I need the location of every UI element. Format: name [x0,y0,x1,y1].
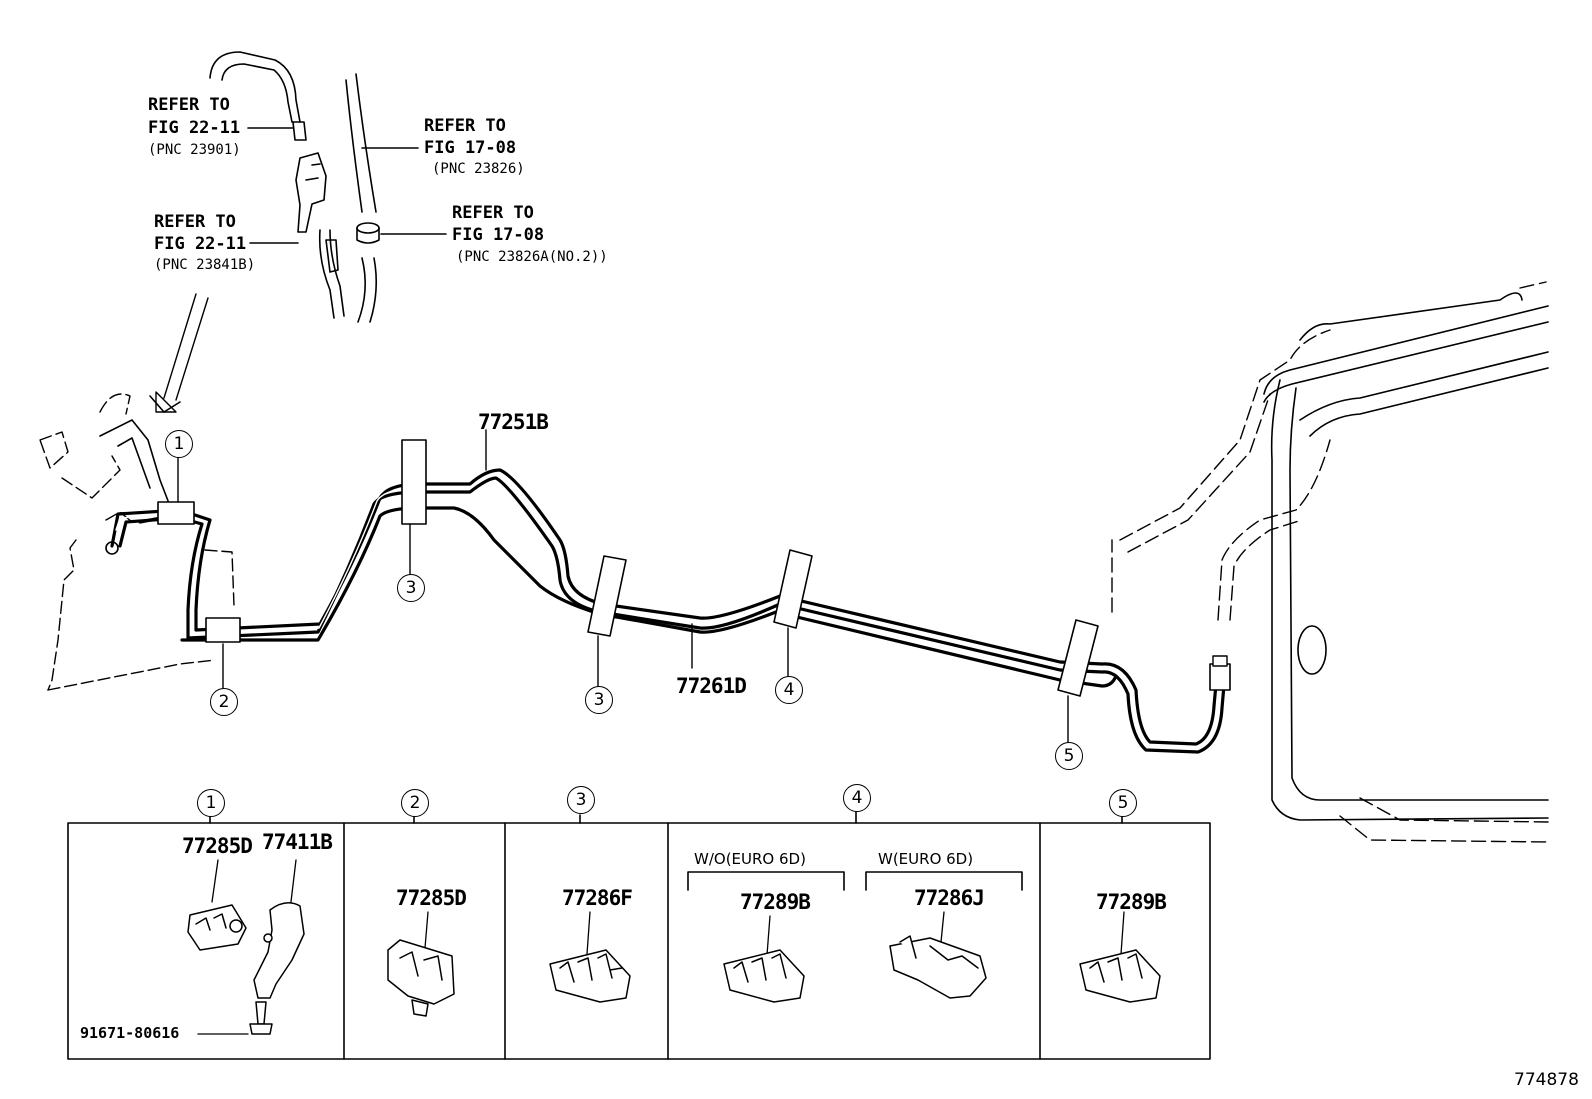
callout-4: 4 [775,676,803,704]
box-2-index: 2 [401,789,429,817]
callout-1: 1 [165,430,193,458]
part-label-77261D: 77261D [676,674,747,698]
ref-4-pnc: (PNC 23826A(NO.2)) [456,249,608,265]
box-1-index: 1 [197,789,225,817]
callout-3a: 3 [397,574,425,602]
ref-1-line2: FIG 22-11 [148,118,241,138]
clip-drawings [187,902,1161,1035]
tube-clamps [157,439,1099,697]
vehicle-frame [1263,292,1549,821]
document-number: 774878 [1514,1070,1579,1090]
ref-1-line1: REFER TO [148,95,230,115]
callout-5: 5 [1055,742,1083,770]
ref-3-line2: FIG 22-11 [154,234,247,254]
box-1-part-77285D: 77285D [182,834,253,858]
box-4-condition-w: W(EURO 6D) [878,850,974,868]
box-3-index: 3 [567,786,595,814]
ref-2-pnc: (PNC 23826) [432,161,525,177]
part-label-77251B: 77251B [478,410,549,434]
hose-connector-group [149,51,447,413]
ref-4-line1: REFER TO [452,203,534,223]
callout-3b: 3 [585,686,613,714]
box-4-part-77289B: 77289B [740,890,811,914]
ref-3-line1: REFER TO [154,212,236,232]
ref-1-pnc: (PNC 23901) [148,142,241,158]
engine-block-outline [39,393,235,691]
box-2-part: 77285D [396,886,467,910]
ref-4-line2: FIG 17-08 [452,225,545,245]
box-3-part: 77286F [562,886,633,910]
detail-table [67,811,1211,1060]
tube-pair [110,468,1228,754]
callout-2: 2 [210,688,238,716]
box-4-condition-wo: W/O(EURO 6D) [694,850,806,868]
box-1-part-77411B: 77411B [262,830,333,854]
box-4-part-77286J: 77286J [914,886,985,910]
ref-3-pnc: (PNC 23841B) [154,257,256,273]
box-5-index: 5 [1109,789,1137,817]
ref-2-line2: FIG 17-08 [424,138,517,158]
box-4-index: 4 [843,784,871,812]
box-5-part: 77289B [1096,890,1167,914]
ref-2-line1: REFER TO [424,116,506,136]
box-1-bolt: 91671-80616 [80,1024,180,1042]
